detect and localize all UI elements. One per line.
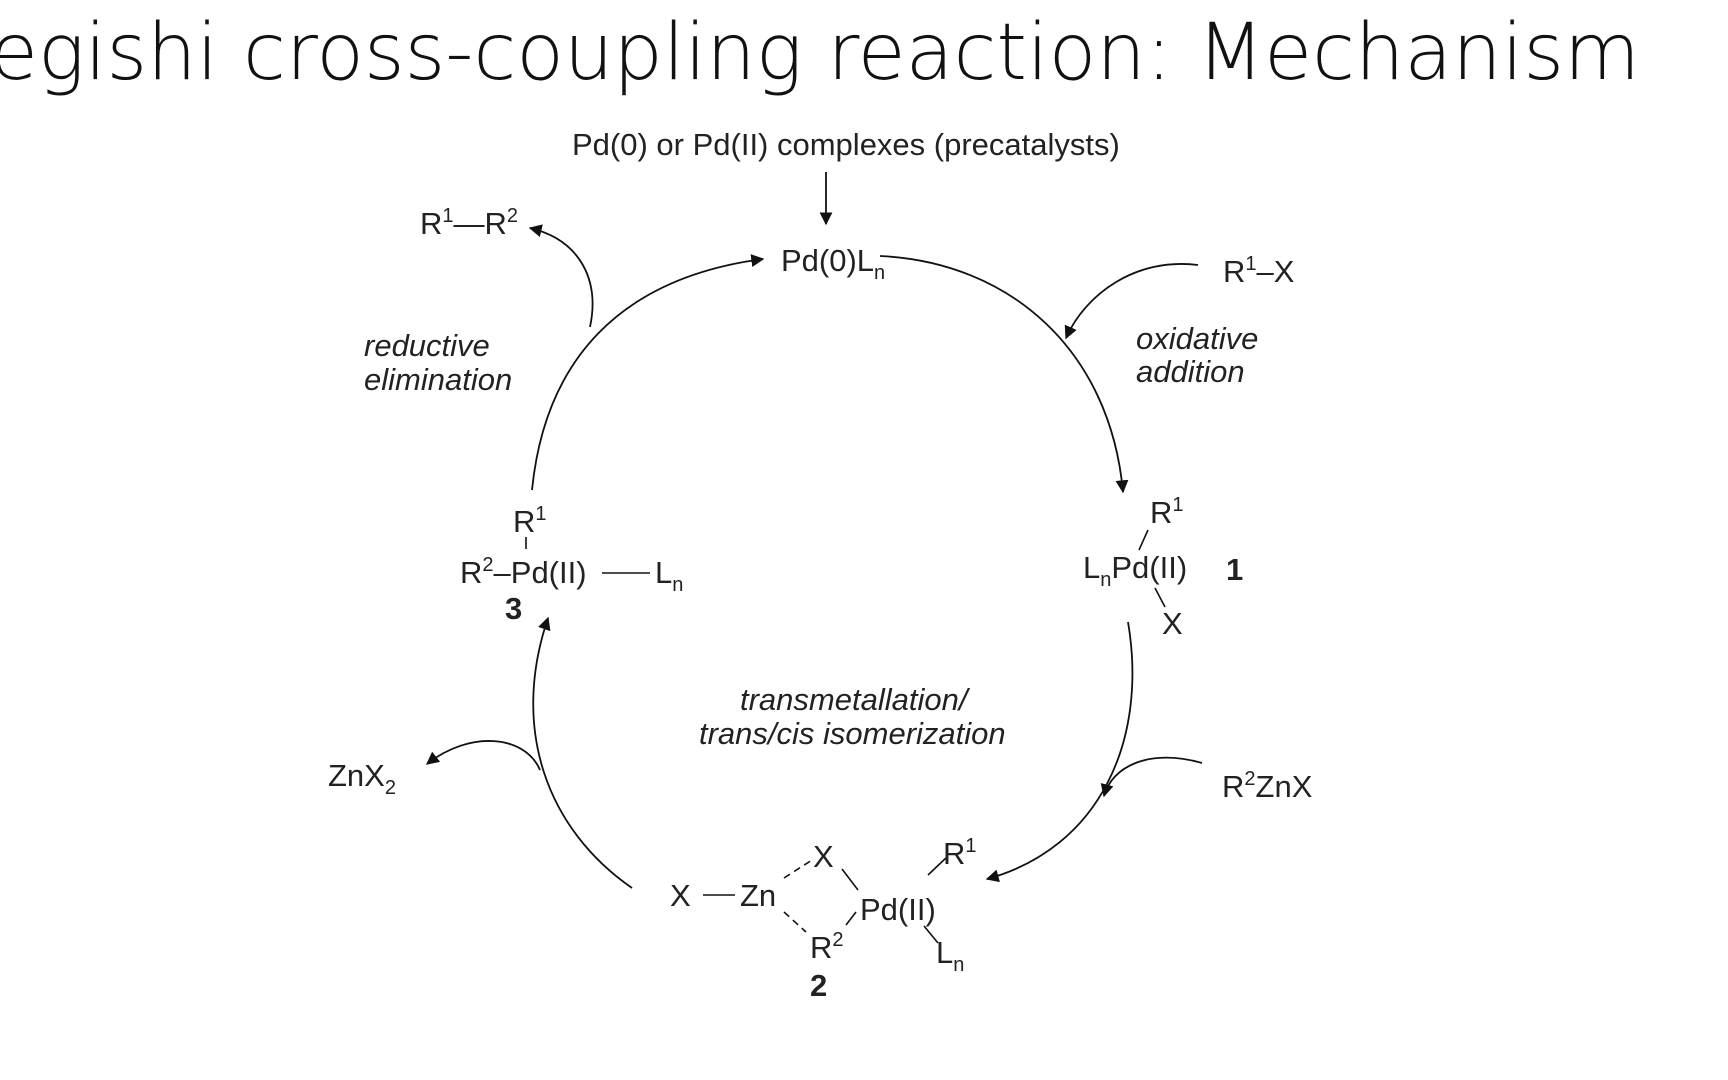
step-oxidative-line2: addition xyxy=(1136,354,1245,389)
bond-c2-pd-r1 xyxy=(927,856,948,876)
arrow-reagent-r2znx xyxy=(1100,756,1203,798)
arrow-reagent-r1x xyxy=(1064,263,1199,340)
bond-c2-pd-l xyxy=(923,925,939,944)
arrow-product-znx2 xyxy=(425,740,541,771)
bond-c2-zn-x xyxy=(783,859,813,879)
c1-r1: R1 xyxy=(1150,494,1184,530)
c1-number: 1 xyxy=(1226,552,1243,587)
pd0-label: Pd(0)Ln xyxy=(781,243,885,284)
step-reductive-line2: elimination xyxy=(364,362,512,397)
c2-pd: Pd(II) xyxy=(860,892,936,927)
c2-r1: R1 xyxy=(943,835,977,871)
c3-number: 3 xyxy=(505,591,522,626)
arrow-c2-to-c3 xyxy=(532,616,633,889)
c2-number: 2 xyxy=(810,968,827,1003)
c2-x-left: X xyxy=(670,878,691,913)
bond-c1-x xyxy=(1154,587,1166,608)
bond-c2-zn-r2 xyxy=(783,911,807,933)
precatalyst-label: Pd(0) or Pd(II) complexes (precatalysts) xyxy=(572,127,1120,162)
arrow-c3-to-pd0 xyxy=(531,254,765,491)
bond-c2-pd-x xyxy=(841,868,859,891)
slide-title: egishi cross-coupling reaction: Mechanis… xyxy=(0,8,1640,98)
c1-x: X xyxy=(1162,606,1183,641)
arrow-c1-to-c2 xyxy=(985,621,1134,883)
c2-x-bridge: X xyxy=(813,839,834,874)
product-znx2: ZnX2 xyxy=(328,758,396,799)
arrow-pd0-to-c1 xyxy=(879,255,1129,494)
bond-c2-pd-r2 xyxy=(845,911,857,926)
c2-zn: Zn xyxy=(740,878,776,913)
step-reductive-line1: reductive xyxy=(364,328,490,363)
reagent-r1x: R1–X xyxy=(1223,253,1295,289)
step-oxidative-line1: oxidative xyxy=(1136,321,1258,356)
step-transmetallation-line1: transmetallation/ xyxy=(740,682,971,717)
c1-core: LnPd(II) xyxy=(1083,550,1187,591)
c2-ln: Ln xyxy=(936,935,964,976)
c3-ln: Ln xyxy=(655,555,683,596)
product-r1r2: R1—R2 xyxy=(420,205,518,241)
reagent-r2znx: R2ZnX xyxy=(1222,768,1313,804)
bond-c1-r1 xyxy=(1138,529,1149,551)
arrow-product-r1r2 xyxy=(528,224,594,328)
c2-r2-bridge: R2 xyxy=(810,929,844,965)
step-transmetallation-line2: trans/cis isomerization xyxy=(699,716,1006,751)
c3-core: R2–Pd(II) xyxy=(460,554,587,590)
c3-r1: R1 xyxy=(513,503,547,539)
